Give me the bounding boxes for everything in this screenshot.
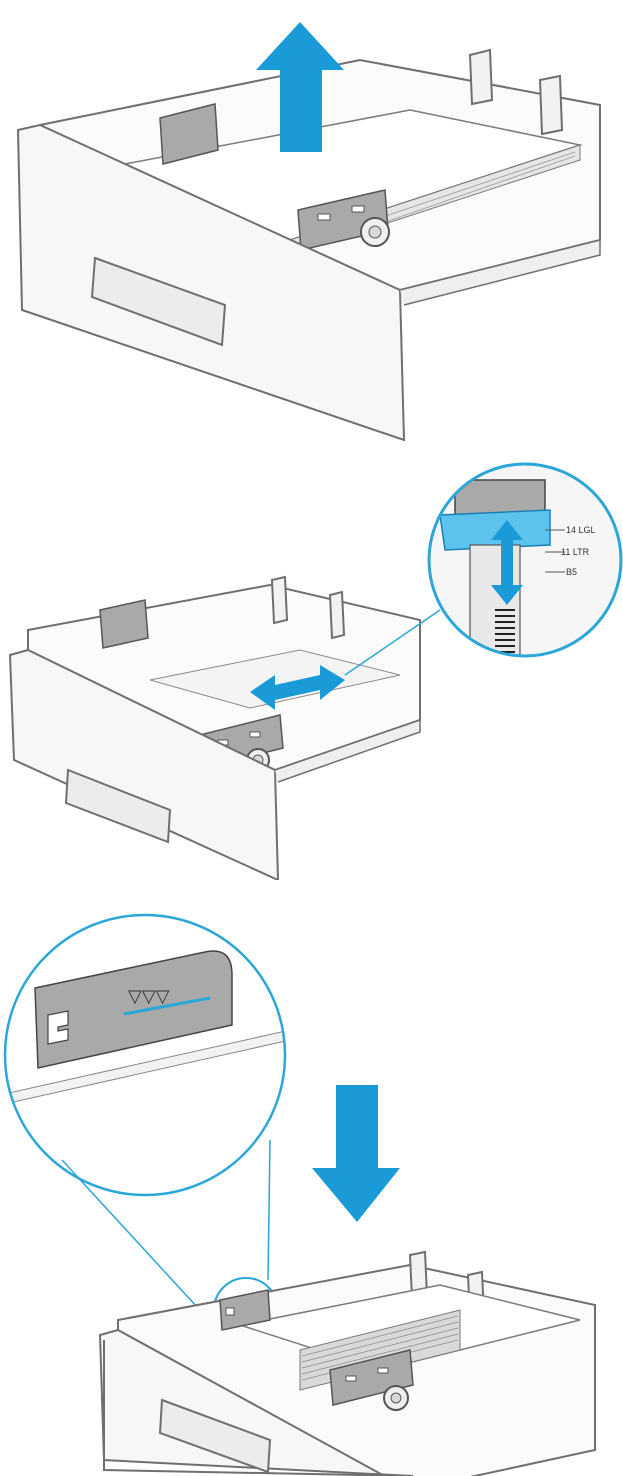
fill-limit-line <box>123 996 211 1016</box>
size-label-b5: B5 <box>566 567 577 577</box>
rear-guide <box>468 48 564 136</box>
step-load-paper: ▽▽▽ <box>0 880 623 1476</box>
tray-handle <box>90 256 227 347</box>
tray-illustration-3: ▽▽▽ <box>3 913 596 1476</box>
tray-handle <box>158 1398 272 1474</box>
tray-front <box>8 648 280 880</box>
arrow-left-right-icon <box>250 665 345 710</box>
tray-illustration-2: 14 LGL 11 LTR B5 <box>8 462 623 880</box>
step-adjust-guides: 14 LGL 11 LTR B5 <box>0 460 623 880</box>
length-guide-latch <box>439 509 551 551</box>
callout-zoom-length-guide: 14 LGL 11 LTR B5 <box>429 464 621 656</box>
callout-ring <box>427 462 623 658</box>
arrow-down-icon <box>312 1085 400 1222</box>
arrow-up-icon <box>256 22 344 152</box>
tray-handle <box>64 768 172 844</box>
size-label-14lgl: 14 LGL <box>566 525 596 535</box>
tray-front <box>16 123 406 442</box>
rear-guide <box>270 575 346 640</box>
tray-illustration-1 <box>16 22 601 442</box>
size-label-11ltr: 11 LTR <box>561 547 590 557</box>
callout-ring <box>3 913 287 1197</box>
side-guide-front <box>329 1349 414 1406</box>
side-guide-left <box>159 103 219 165</box>
fill-limit-guide <box>34 950 233 1069</box>
callout-zoom-fill-limit: ▽▽▽ <box>5 915 285 1195</box>
fill-limit-marks: ▽▽▽ <box>128 986 170 1007</box>
step-remove-paper <box>0 0 623 460</box>
side-guide-left <box>99 599 149 649</box>
arrow-up-down-icon <box>491 520 523 605</box>
side-guide-left <box>219 1289 271 1331</box>
